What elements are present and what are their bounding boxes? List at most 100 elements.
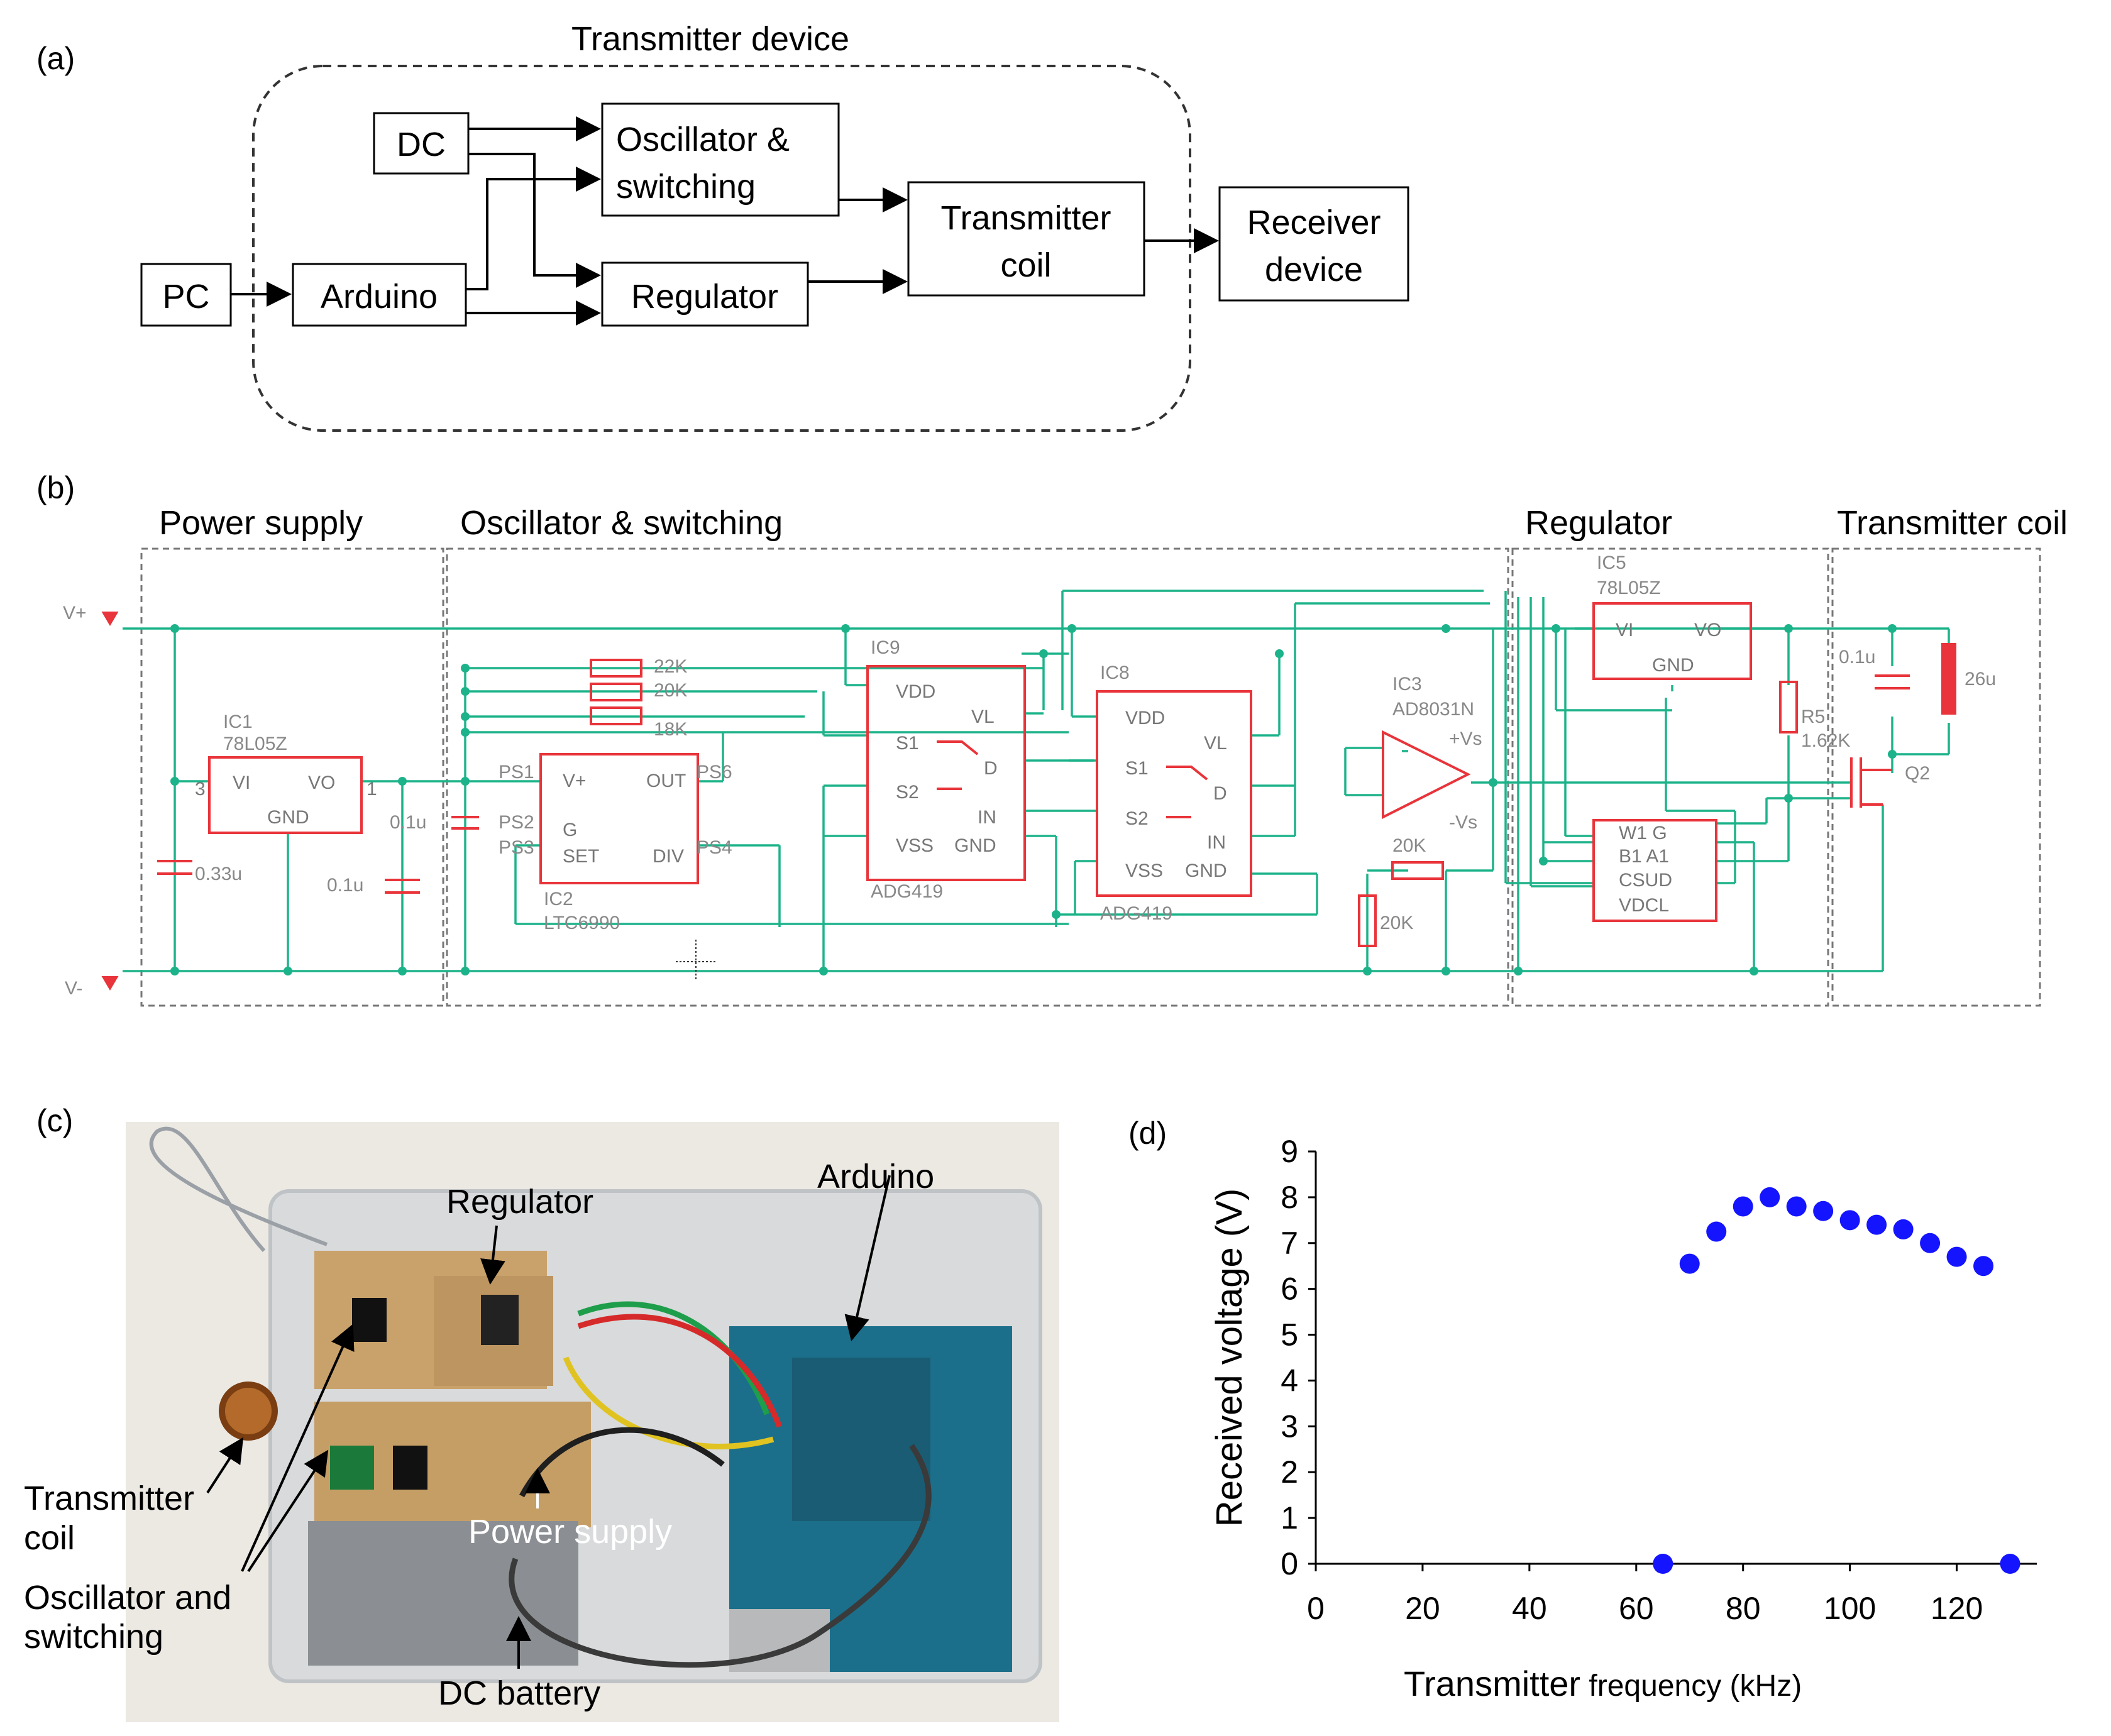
svg-text:PS4: PS4 <box>697 837 732 858</box>
block-regulator: Regulator <box>601 261 809 327</box>
data-point <box>1866 1214 1887 1235</box>
data-point <box>1946 1246 1967 1267</box>
data-point <box>1679 1253 1700 1274</box>
svg-text:device: device <box>1265 251 1363 288</box>
svg-text:G: G <box>563 820 577 840</box>
panel-a-block-diagram: (a) Transmitter device DC Oscillator & s… <box>36 20 1409 432</box>
svg-text:IN: IN <box>978 807 996 828</box>
svg-text:S2: S2 <box>896 782 919 803</box>
x-axis-label: Transmitter frequency (kHz) <box>1404 1664 1802 1703</box>
svg-text:DIV: DIV <box>653 846 684 867</box>
svg-text:IC5: IC5 <box>1597 552 1626 573</box>
x-tick-label: 0 <box>1307 1591 1325 1626</box>
svg-text:OUT: OUT <box>646 771 686 791</box>
svg-text:VDD: VDD <box>896 681 935 702</box>
svg-text:VI: VI <box>233 772 250 793</box>
section-oscillator-title: Oscillator & switching <box>460 504 783 542</box>
annotation-transmitter-coil-line1: Transmitter <box>24 1480 194 1517</box>
data-point <box>1760 1187 1780 1207</box>
data-point <box>1839 1210 1860 1231</box>
svg-text:IN: IN <box>1207 832 1226 853</box>
x-tick-label: 60 <box>1619 1591 1654 1626</box>
annotation-oscillator-line2: switching <box>24 1618 163 1656</box>
y-tick-label: 0 <box>1281 1546 1298 1581</box>
data-point <box>1973 1256 1994 1277</box>
svg-text:VSS: VSS <box>1125 860 1163 881</box>
block-transmitter-coil: Transmitter coil <box>907 181 1145 297</box>
svg-text:3: 3 <box>195 779 206 799</box>
svg-text:IC9: IC9 <box>871 637 900 658</box>
svg-text:IC8: IC8 <box>1100 662 1130 683</box>
x-axis-label-main: Transmitter <box>1404 1664 1580 1703</box>
svg-text:coil: coil <box>1000 246 1051 284</box>
section-power-supply-title: Power supply <box>159 504 363 542</box>
svg-text:PS2: PS2 <box>499 812 534 833</box>
svg-text:IC2: IC2 <box>544 889 573 909</box>
ic1-regulator <box>208 756 363 834</box>
svg-text:AD8031N: AD8031N <box>1392 699 1474 720</box>
svg-text:0.1u: 0.1u <box>327 875 363 896</box>
x-tick-label: 100 <box>1824 1591 1876 1626</box>
svg-text:VO: VO <box>1694 620 1721 640</box>
schematic-components <box>101 602 1956 991</box>
block-arrows <box>231 116 1219 326</box>
svg-text:D: D <box>1213 783 1227 804</box>
block-arduino: Arduino <box>292 263 467 327</box>
y-axis-label: Received voltage (V) <box>1209 1189 1250 1527</box>
data-point <box>1920 1233 1941 1253</box>
svg-text:GND: GND <box>1652 655 1694 676</box>
y-tick-label: 3 <box>1281 1409 1298 1444</box>
data-point <box>1786 1196 1807 1217</box>
x-tick-label: 120 <box>1931 1591 1983 1626</box>
svg-text:DC: DC <box>397 126 446 163</box>
panel-c-photo: (c) <box>24 1103 1059 1722</box>
panel-c-label: (c) <box>36 1103 73 1138</box>
panel-a-label: (a) <box>36 41 75 76</box>
svg-text:V+: V+ <box>63 603 87 624</box>
svg-text:ADG419: ADG419 <box>871 881 943 902</box>
cursor-crosshair <box>676 940 717 981</box>
annotation-transmitter-coil-line2: coil <box>24 1519 75 1557</box>
svg-text:Receiver: Receiver <box>1247 204 1381 241</box>
svg-text:PC: PC <box>162 278 209 316</box>
data-point <box>1893 1219 1914 1239</box>
svg-text:18K: 18K <box>654 719 687 740</box>
svg-text:PS1: PS1 <box>499 762 534 783</box>
y-tick-label: 4 <box>1281 1363 1298 1398</box>
svg-text:PS3: PS3 <box>499 837 534 858</box>
x-tick-label: 40 <box>1512 1591 1547 1626</box>
svg-text:W1 G: W1 G <box>1619 823 1667 843</box>
panel-d-label: (d) <box>1128 1116 1167 1151</box>
svg-text:0.1u: 0.1u <box>390 812 426 833</box>
data-point <box>1733 1196 1753 1217</box>
block-oscillator-switching: Oscillator & switching <box>601 102 840 217</box>
svg-text:S1: S1 <box>1125 758 1149 779</box>
data-point <box>1653 1554 1673 1574</box>
ic5-regulator <box>1592 602 1752 680</box>
svg-text:78L05Z: 78L05Z <box>223 733 287 754</box>
svg-text:Q2: Q2 <box>1905 763 1930 784</box>
dc-battery <box>308 1521 578 1666</box>
x-axis-label-rest: frequency (kHz) <box>1580 1669 1802 1703</box>
y-tick-label: 7 <box>1281 1226 1298 1261</box>
y-tick-label: 2 <box>1281 1454 1298 1490</box>
schematic-junctions <box>170 624 1897 975</box>
svg-text:20K: 20K <box>1392 835 1426 856</box>
svg-text:B1 A1: B1 A1 <box>1619 846 1669 867</box>
svg-text:VDD: VDD <box>1125 708 1165 728</box>
svg-text:Regulator: Regulator <box>631 278 778 316</box>
svg-text:LTC6990: LTC6990 <box>544 913 620 933</box>
schematic-labels: V+ V- IC1 78L05Z 3 1 VI VO GND 0.33u 0.1… <box>63 552 1996 999</box>
annotation-dc-battery: DC battery <box>438 1674 600 1712</box>
ic3-opamp <box>1382 730 1471 820</box>
block-pc: PC <box>140 263 232 327</box>
svg-text:VL: VL <box>1204 733 1227 754</box>
y-tick-label: 1 <box>1281 1500 1298 1535</box>
svg-text:GND: GND <box>267 807 309 828</box>
panel-b-label: (b) <box>36 470 75 505</box>
y-tick-label: 9 <box>1281 1134 1298 1169</box>
svg-text:Arduino: Arduino <box>321 278 438 316</box>
svg-text:-Vs: -Vs <box>1449 812 1477 833</box>
